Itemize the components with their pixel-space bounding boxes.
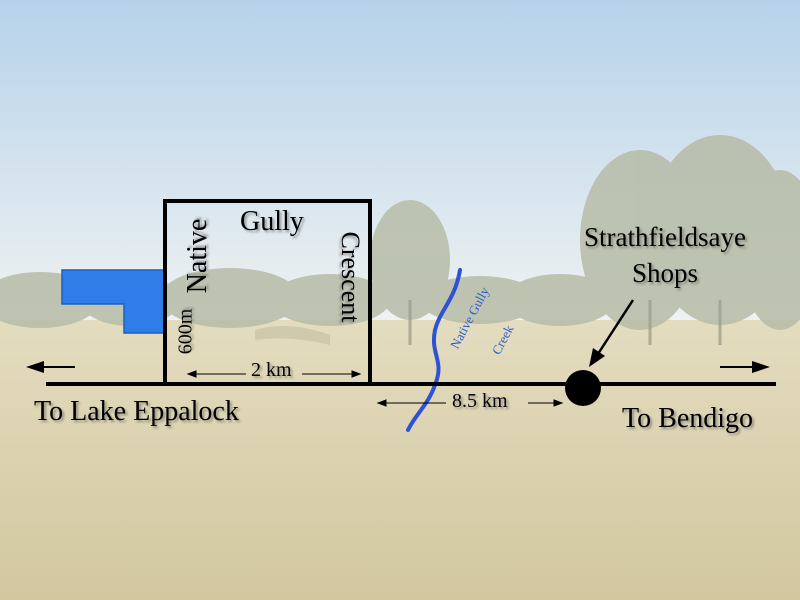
east-destination-label: To Bendigo (622, 403, 754, 434)
gully-dimension (186, 370, 362, 378)
native-road-label: Native (182, 218, 213, 294)
field (0, 320, 800, 600)
west-destination-label: To Lake Eppalock (34, 396, 239, 427)
native-gully-crescent-road (163, 199, 372, 384)
creek-line (406, 268, 462, 432)
gully-length-label: 2 km (251, 359, 292, 381)
crescent-road-label: Crescent (336, 231, 365, 323)
native-length-label: 600m (174, 308, 197, 355)
landmark-label-line2: Shops (631, 258, 699, 288)
roads (46, 199, 776, 386)
shops-marker (565, 370, 601, 406)
shops-pointer-arrow (589, 299, 635, 367)
west-arrow (26, 361, 75, 373)
gully-road-label: Gully (240, 206, 304, 237)
shops-dimension (376, 399, 564, 407)
shops-distance-label: 8.5 km (452, 390, 508, 412)
landmark-label-line1: Strathfieldsaye (584, 222, 746, 252)
east-arrow (720, 361, 770, 373)
